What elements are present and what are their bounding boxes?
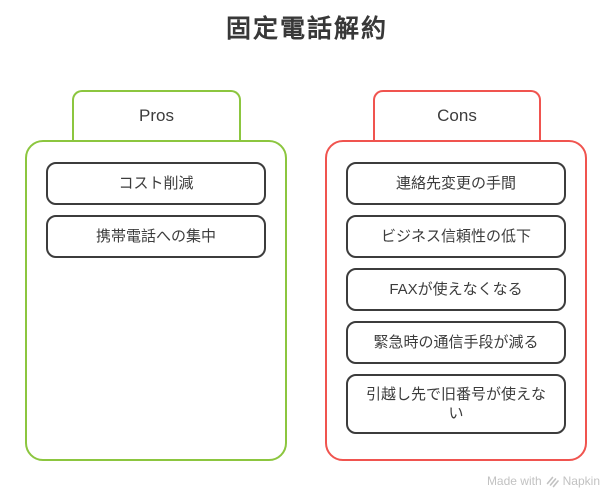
pros-item-card: 携帯電話への集中 <box>46 215 266 258</box>
pros-tab: Pros <box>72 90 241 140</box>
watermark-text: Made with <box>486 474 542 488</box>
cons-item-label: ビジネス信頼性の低下 <box>380 227 531 245</box>
pros-item-card: コスト削減 <box>46 162 266 205</box>
cons-item-card: ビジネス信頼性の低下 <box>346 215 566 258</box>
cons-item-label: FAXが使えなくなる <box>389 280 523 298</box>
pros-tab-label: Pros <box>139 106 174 125</box>
napkin-logo-icon <box>546 476 559 487</box>
cons-item-label: 連絡先変更の手間 <box>395 174 516 192</box>
page-title: 固定電話解約 <box>225 15 388 43</box>
cons-item-card: 引越し先で旧番号が使えない <box>346 374 566 435</box>
cons-panel: 連絡先変更の手間 ビジネス信頼性の低下 FAXが使えなくなる 緊急時の通信手段が… <box>325 140 587 461</box>
cons-item-label: 緊急時の通信手段が減る <box>373 333 539 351</box>
pros-panel: コスト削減 携帯電話への集中 <box>25 140 287 461</box>
cons-item-label: 引越し先で旧番号が使えない <box>365 386 546 423</box>
cons-item-card: 緊急時の通信手段が減る <box>346 321 566 364</box>
cons-tab: Cons <box>373 90 541 140</box>
cons-item-card: 連絡先変更の手間 <box>346 162 566 205</box>
cons-item-card: FAXが使えなくなる <box>346 268 566 311</box>
pros-item-label: コスト削減 <box>118 174 194 192</box>
cons-tab-label: Cons <box>437 106 477 125</box>
watermark-brand: Napkin <box>562 474 600 488</box>
pros-item-label: 携帯電話への集中 <box>95 227 216 245</box>
watermark: Made with Napkin <box>487 474 600 488</box>
